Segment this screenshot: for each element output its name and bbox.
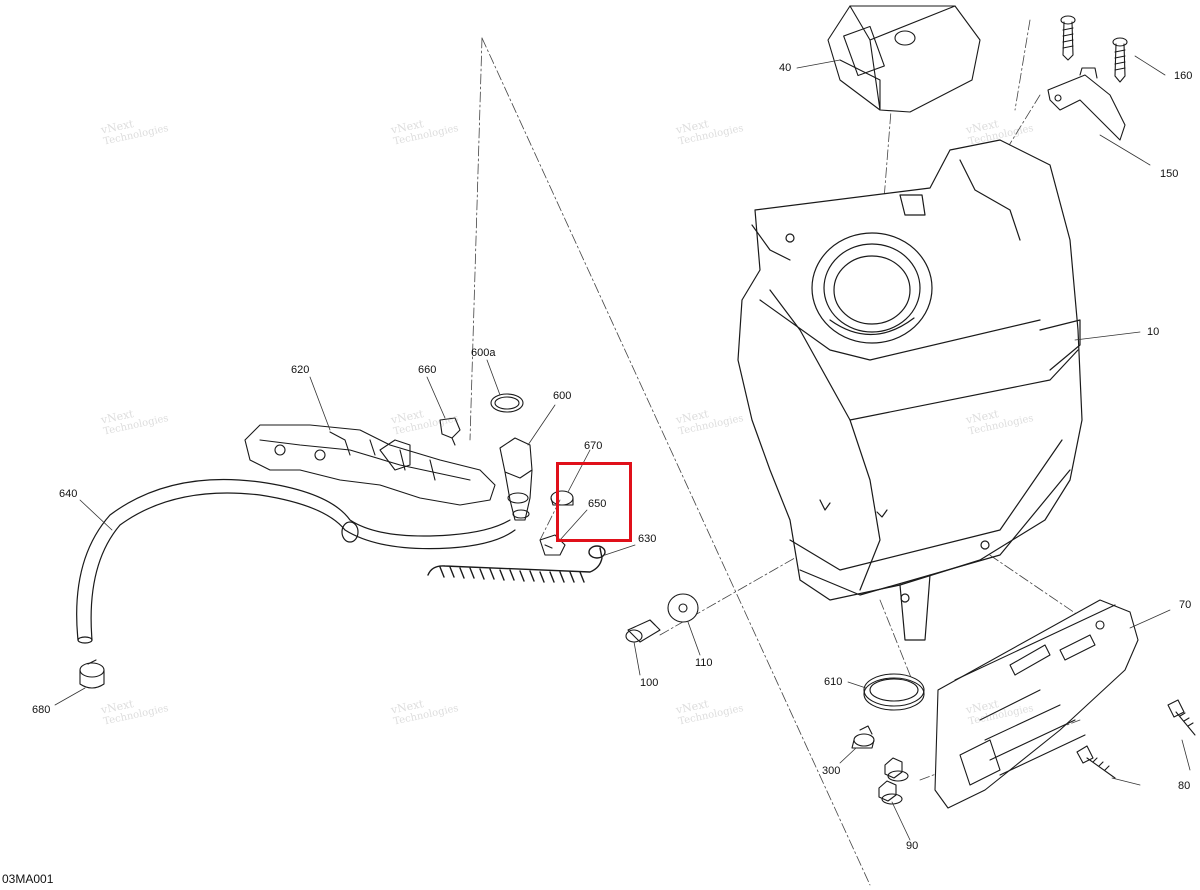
clip-300: [851, 725, 875, 749]
clip-660: [439, 417, 461, 446]
screw-100: [625, 619, 661, 643]
screw-160a: [1060, 15, 1076, 61]
fuel-tank: [737, 139, 1083, 641]
callout-660[interactable]: 660: [418, 364, 437, 376]
callout-670[interactable]: 670: [584, 440, 603, 452]
callout-160[interactable]: 160: [1174, 70, 1193, 82]
clamp-680: [79, 659, 105, 689]
callout-610[interactable]: 610: [824, 676, 843, 688]
callout-110[interactable]: 110: [695, 657, 713, 669]
screw-160b: [1112, 37, 1128, 83]
bolt-80a: [1167, 699, 1196, 736]
callout-300[interactable]: 300: [822, 765, 841, 777]
hose-clamp-610: [863, 673, 925, 711]
coil-hose-630: [427, 545, 606, 583]
vent-valve-bracket: [244, 424, 496, 506]
vent-hose-640: [76, 478, 516, 644]
leader-lines: [54, 55, 1191, 841]
callout-650[interactable]: 650: [588, 498, 607, 510]
washer-110: [667, 593, 699, 623]
callout-80[interactable]: 80: [1178, 780, 1191, 792]
figure-code: 03MA001: [2, 872, 54, 886]
strap-clamp: [1047, 67, 1126, 141]
callout-90[interactable]: 90: [906, 840, 919, 852]
o-ring-600a: [490, 393, 524, 413]
bolt-90b: [878, 780, 903, 805]
callout-600a[interactable]: 600a: [471, 347, 496, 359]
callout-630[interactable]: 630: [638, 533, 657, 545]
callout-640[interactable]: 640: [59, 488, 78, 500]
callout-10[interactable]: 10: [1147, 326, 1160, 338]
callout-40[interactable]: 40: [779, 62, 792, 74]
callout-100[interactable]: 100: [640, 677, 659, 689]
rollover-valve-600: [499, 437, 533, 521]
callout-150[interactable]: 150: [1160, 168, 1179, 180]
heat-shield: [934, 599, 1139, 809]
clamp-670: [550, 490, 574, 506]
callout-680[interactable]: 680: [32, 704, 51, 716]
bolt-90a: [884, 757, 909, 782]
callout-600[interactable]: 600: [553, 390, 572, 402]
fuel-cap: [827, 5, 981, 113]
callout-70[interactable]: 70: [1179, 599, 1192, 611]
highlight-box: [556, 462, 632, 542]
bolt-80b: [1076, 745, 1116, 779]
callout-620[interactable]: 620: [291, 364, 310, 376]
